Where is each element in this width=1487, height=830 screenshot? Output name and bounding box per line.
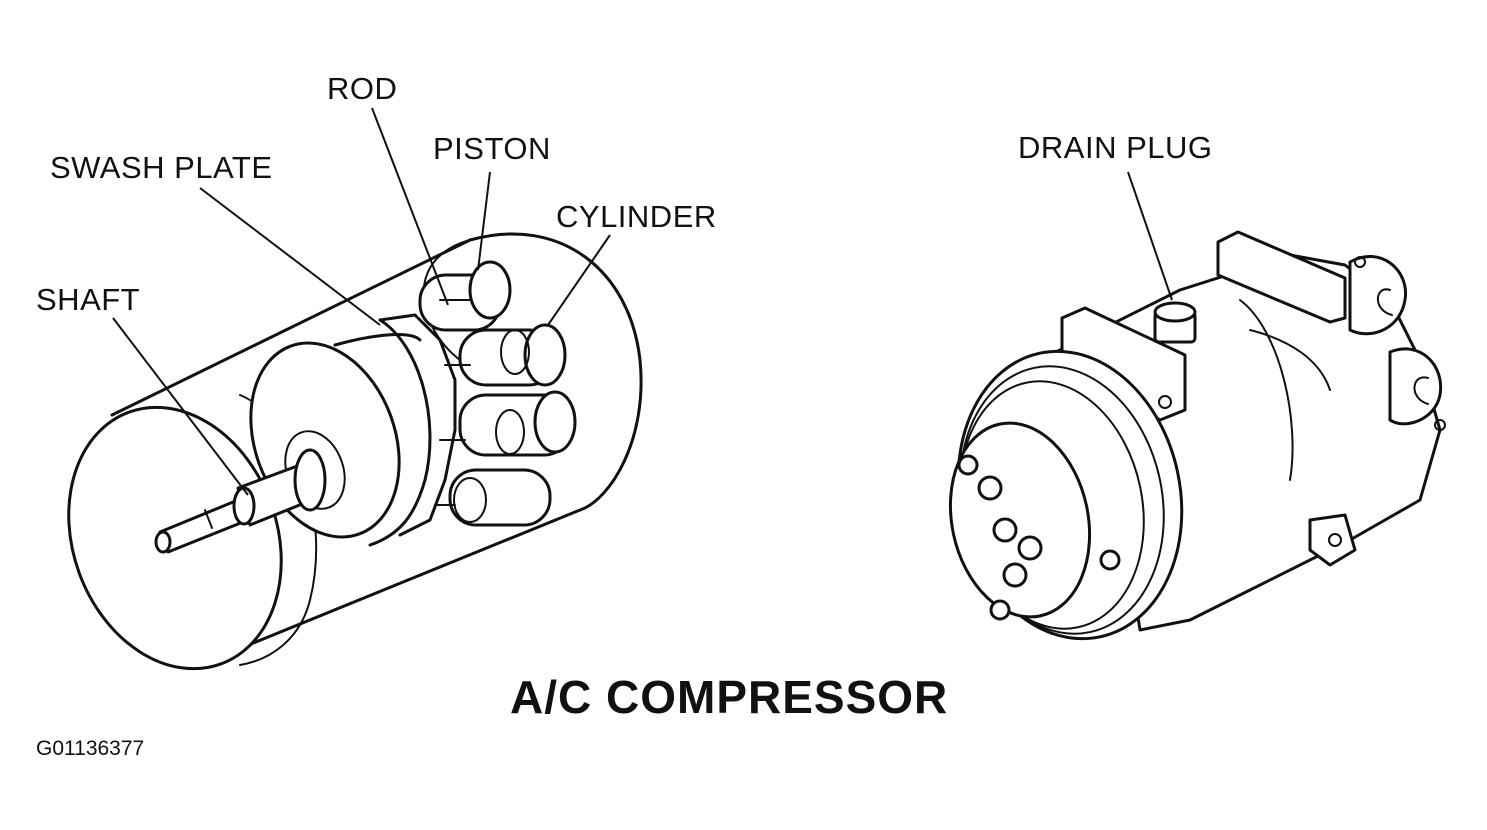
shaft-label: SHAFT [36, 282, 141, 317]
rod-label: ROD [327, 71, 398, 106]
piston-label: PISTON [433, 131, 551, 166]
swash-plate-label: SWASH PLATE [50, 150, 273, 185]
figure-id: G01136377 [36, 737, 145, 760]
rear-ports [1308, 255, 1446, 567]
cutaway-compressor [67, 107, 643, 671]
drain-plug-label: DRAIN PLUG [1018, 130, 1213, 165]
shaft [154, 448, 327, 554]
cylinder-label: CYLINDER [556, 199, 717, 234]
piston-group [418, 260, 577, 527]
leader-line-drain-plug [1127, 171, 1173, 301]
clutch-pulley [948, 349, 1184, 641]
external-compressor [948, 171, 1446, 641]
cylinder-shell [110, 232, 643, 670]
diagram-title: A/C COMPRESSOR [510, 671, 949, 723]
drain-plug [1153, 301, 1197, 344]
leader-lines-left [112, 107, 611, 496]
